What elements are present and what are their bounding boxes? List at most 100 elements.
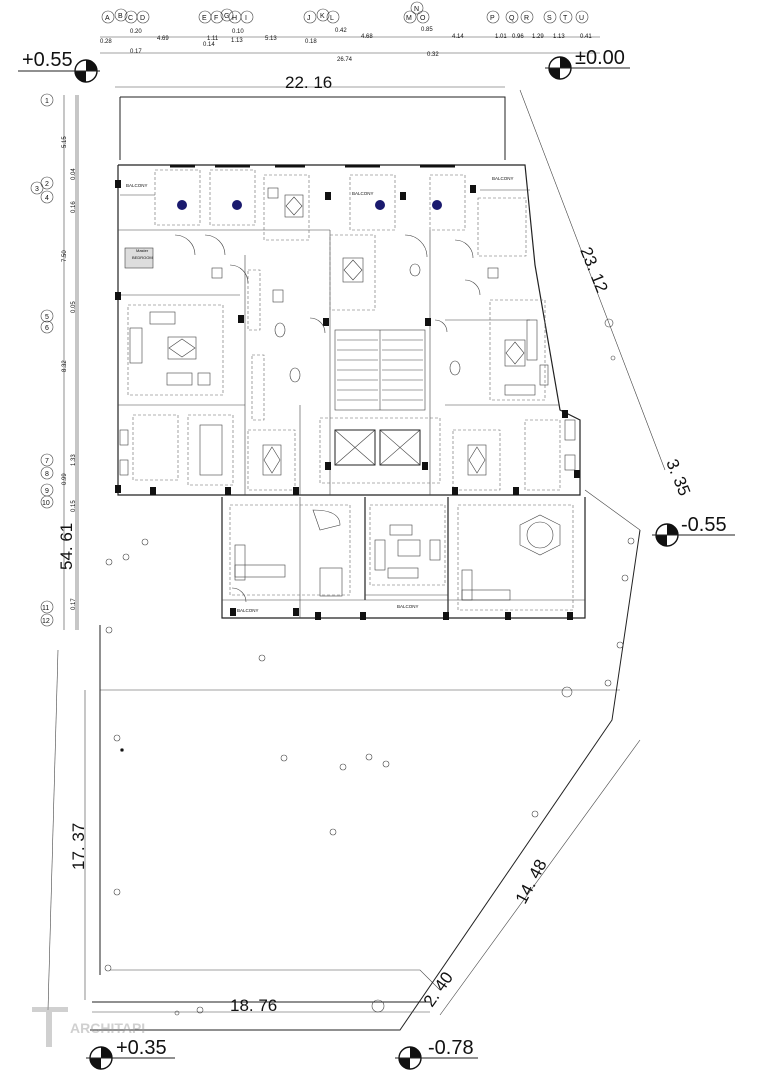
svg-text:2. 40: 2. 40 [420, 968, 457, 1010]
svg-text:M: M [406, 15, 412, 22]
svg-text:+0.35: +0.35 [116, 1037, 167, 1059]
svg-text:0.28: 0.28 [100, 39, 112, 45]
svg-text:T: T [563, 15, 568, 22]
balcony-label-5: BALCONY [397, 604, 419, 609]
svg-text:23. 12: 23. 12 [576, 244, 611, 295]
svg-text:0.32: 0.32 [427, 52, 439, 58]
svg-text:A: A [105, 15, 110, 22]
site-trees [104, 318, 635, 1016]
svg-text:0.05: 0.05 [71, 301, 77, 313]
svg-text:4.14: 4.14 [452, 34, 464, 40]
svg-text:1.29: 1.29 [532, 34, 544, 40]
grid-axis-F: F [210, 10, 224, 24]
grid-axis-1: 1 [40, 93, 54, 107]
watermark-logo: ARCHITAPI [32, 1007, 145, 1047]
dimension-lines: 22. 16 23. 12 3. 35 54. 61 17. 37 14. 48… [47, 73, 694, 1016]
svg-text:4.69: 4.69 [157, 36, 169, 42]
top-dimension-chain: 0.20 0.28 4.69 0.17 1.11 0.14 0.10 1.13 … [100, 27, 600, 63]
svg-text:18. 76: 18. 76 [230, 996, 277, 1015]
svg-text:54. 61: 54. 61 [57, 523, 76, 570]
svg-text:I: I [245, 15, 247, 22]
svg-text:3: 3 [35, 186, 39, 193]
svg-text:0.41: 0.41 [580, 34, 592, 40]
svg-text:11: 11 [42, 605, 49, 612]
grid-axis-S: S [543, 10, 557, 24]
svg-text:D: D [140, 15, 145, 22]
svg-text:-0.78: -0.78 [428, 1037, 474, 1059]
svg-text:14. 48: 14. 48 [512, 856, 551, 907]
svg-text:4: 4 [45, 195, 49, 202]
svg-text:7.50: 7.50 [62, 250, 68, 262]
svg-text:1.11: 1.11 [207, 36, 219, 42]
balcony-label-1: BALCONY [126, 183, 148, 188]
grid-axis-12: 12 [40, 613, 54, 627]
svg-text:E: E [202, 15, 207, 22]
left-grid-axes: 1 2 3 4 5 6 7 8 9 10 11 12 [30, 93, 54, 627]
svg-text:C: C [128, 15, 133, 22]
grid-axis-6: 6 [40, 320, 54, 334]
svg-text:+0.55: +0.55 [22, 49, 73, 71]
svg-text:0.17: 0.17 [130, 49, 142, 55]
grid-axis-H: H [228, 10, 242, 24]
svg-text:0.14: 0.14 [203, 42, 215, 48]
svg-text:26.74: 26.74 [337, 57, 353, 63]
grid-axis-2: 2 [40, 176, 54, 190]
svg-text:U: U [579, 15, 584, 22]
svg-text:G: G [224, 13, 229, 20]
svg-text:R: R [524, 15, 529, 22]
grid-axis-E: E [198, 10, 212, 24]
svg-text:5.13: 5.13 [265, 36, 277, 42]
grid-axis-5: 5 [40, 309, 54, 323]
svg-text:0.96: 0.96 [512, 34, 524, 40]
grid-axis-O: O [416, 10, 430, 24]
grid-axis-Q: Q [505, 10, 519, 24]
grid-axis-D: D [136, 10, 150, 24]
svg-text:0.42: 0.42 [335, 28, 347, 34]
level-marker-right-mid: -0.55 [652, 514, 735, 547]
grid-axis-N: N [410, 1, 424, 15]
svg-text:K: K [320, 13, 325, 20]
grid-axis-R: R [520, 10, 534, 24]
svg-text:0.15: 0.15 [71, 500, 77, 512]
svg-text:F: F [214, 15, 218, 22]
svg-text:1.33: 1.33 [71, 454, 77, 466]
svg-text:8: 8 [45, 471, 49, 478]
svg-text:0.85: 0.85 [421, 27, 433, 33]
svg-text:0.04: 0.04 [71, 168, 77, 180]
svg-text:5: 5 [45, 314, 49, 321]
svg-text:L: L [330, 15, 334, 22]
master-bedroom-label-1: Master [136, 248, 149, 253]
svg-text:10: 10 [42, 500, 50, 507]
balcony-label-4: BALCONY [237, 608, 259, 613]
svg-text:N: N [414, 6, 419, 13]
svg-text:O: O [420, 15, 426, 22]
svg-text:0.99: 0.99 [62, 473, 68, 485]
svg-text:H: H [232, 15, 237, 22]
svg-text:0.20: 0.20 [130, 29, 142, 35]
svg-text:9: 9 [45, 488, 49, 495]
svg-text:0.18: 0.18 [305, 39, 317, 45]
left-dimension-chain: 5.15 0.04 0.16 7.50 0.05 8.32 1.33 0.99 … [62, 95, 77, 630]
grid-axis-3: 3 [30, 181, 44, 195]
level-marker-bottom-right: -0.78 [395, 1037, 478, 1070]
grid-axis-8: 8 [40, 466, 54, 480]
grid-axis-4: 4 [40, 190, 54, 204]
grid-axis-A: A [101, 10, 115, 24]
svg-text:2: 2 [45, 181, 49, 188]
grid-axis-11: 11 [40, 600, 54, 614]
svg-text:12: 12 [42, 618, 50, 625]
svg-text:7: 7 [45, 458, 49, 465]
svg-text:3. 35: 3. 35 [662, 456, 694, 498]
svg-text:1: 1 [45, 98, 49, 105]
grid-axis-M: M [403, 10, 417, 24]
svg-text:0.10: 0.10 [232, 29, 244, 35]
site-boundary [90, 96, 641, 1031]
grid-axis-U: U [575, 10, 589, 24]
building-floor-plan: BALCONY BALCONY BALCONY BALCONY BALCONY … [115, 164, 586, 620]
level-marker-top-left: +0.55 [18, 49, 100, 83]
grid-axis-10: 10 [40, 495, 54, 509]
svg-text:-0.55: -0.55 [681, 514, 727, 536]
svg-text:1.13: 1.13 [553, 34, 565, 40]
master-bedroom-label-2: BEDROOM [132, 255, 153, 260]
svg-text:S: S [547, 15, 552, 22]
